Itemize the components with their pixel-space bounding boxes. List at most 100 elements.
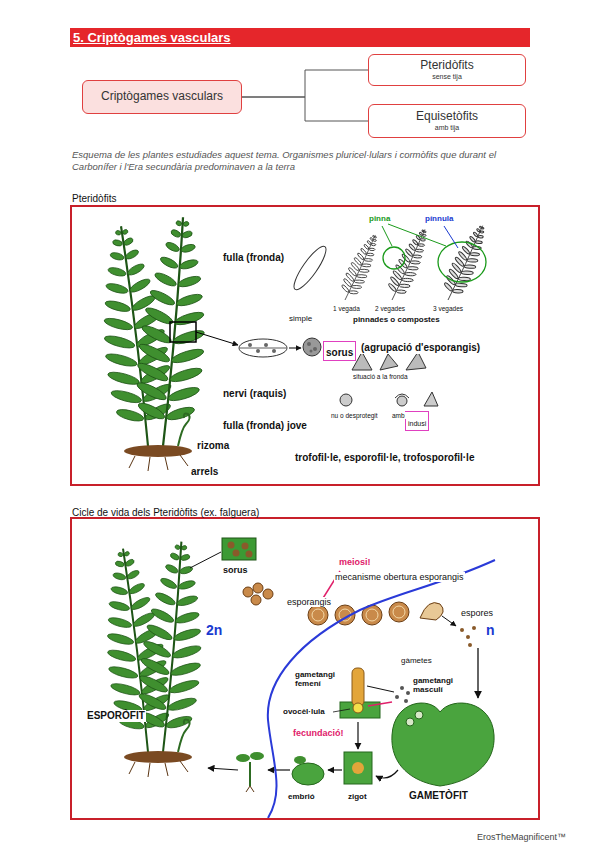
life-cycle	[420, 603, 443, 620]
stage-label: gametangi femení	[294, 670, 346, 688]
leaf-types	[382, 225, 436, 305]
leaf-types	[382, 224, 446, 246]
life-cycle	[251, 595, 261, 605]
part-label: 1 vegada	[332, 305, 361, 312]
leaf-types	[383, 247, 405, 269]
life-cycle	[308, 605, 328, 625]
fern-plant	[124, 751, 192, 763]
life-cycle	[368, 702, 392, 706]
part-label: pinnades o compostes	[352, 315, 441, 324]
node-title: Equisetòfits	[416, 110, 478, 124]
life-cycle	[328, 769, 342, 770]
ploidy-label: 2n	[205, 622, 223, 638]
stage-label: gàmetes	[400, 656, 433, 665]
sorus-positions	[395, 394, 409, 398]
fern-plant	[129, 761, 188, 777]
stage-label: GAMETÒFIT	[408, 790, 469, 802]
life-cycle	[242, 543, 249, 550]
detail-callout	[256, 349, 260, 353]
stage-label: meiosi!	[338, 557, 372, 567]
figure-panel: Cicle de vida dels Pteridòfits (ex. falg…	[70, 502, 540, 820]
leaf-types	[438, 242, 486, 282]
detail-callout	[170, 322, 196, 342]
detail-callout	[248, 343, 252, 347]
fern-plant	[124, 445, 192, 457]
panel-heading: Pteridòfits	[72, 193, 116, 205]
life-cycle	[442, 616, 456, 626]
life-cycle	[228, 542, 235, 549]
life-cycle	[190, 538, 495, 818]
life-cycle	[406, 691, 410, 695]
life-cycle	[472, 626, 476, 630]
detail-callout	[272, 349, 276, 353]
life-cycle	[392, 703, 494, 786]
fern-plant	[129, 455, 188, 471]
stage-label: ESPORÒFIT	[86, 710, 146, 722]
life-cycle	[415, 711, 423, 719]
life-cycle	[250, 752, 264, 760]
sorus-positions	[340, 394, 352, 406]
life-cycle	[333, 709, 350, 712]
life-cycle	[477, 648, 478, 698]
stage-label: espores	[460, 608, 494, 618]
connector	[242, 97, 368, 121]
detail-callout	[310, 350, 313, 353]
part-label: simple	[288, 314, 313, 323]
life-cycle	[352, 668, 364, 706]
highlighted-term: indusi	[408, 420, 426, 428]
panel-heading: Cicle de vida dels Pteridòfits (ex. falg…	[72, 507, 259, 519]
detail-callout	[313, 347, 317, 351]
leaf-types	[335, 230, 385, 304]
life-cycle	[208, 768, 238, 770]
node-subtitle: amb tija	[435, 124, 460, 132]
panel-border	[70, 517, 540, 820]
life-cycle	[376, 770, 398, 778]
life-cycle	[249, 762, 251, 786]
stage-label: gametangi masculí	[412, 676, 468, 694]
part-label: arrels	[190, 466, 219, 478]
part-label: situació a la fronda	[352, 373, 409, 380]
detail-callout	[303, 338, 321, 356]
stage-label: fecundació!	[292, 728, 345, 738]
sorus-positions	[397, 396, 407, 406]
life-cycle	[246, 551, 253, 558]
leaf-types	[289, 221, 493, 306]
fern-plant	[129, 214, 217, 449]
connector	[242, 70, 368, 97]
part-label: pínnula	[424, 214, 454, 223]
life-cycle	[236, 754, 250, 762]
life-cycle	[352, 762, 364, 774]
life-cycle	[353, 703, 363, 713]
part-label: fulla (fronda)	[222, 252, 285, 264]
part-label: nervi (raquis)	[222, 388, 287, 400]
part-label: rizoma	[196, 440, 230, 452]
leaf-types	[289, 243, 330, 294]
title-bar: 5. Criptògames vasculars	[70, 28, 530, 47]
life-cycle	[253, 583, 263, 593]
group-box: Pteridòfitssense tija	[368, 54, 526, 86]
life-cycle	[222, 538, 256, 560]
highlight-box: sorus	[323, 341, 356, 361]
detail-callout	[264, 343, 268, 347]
life-cycle	[395, 695, 399, 699]
life-cycle	[367, 686, 394, 692]
life-cycle	[190, 552, 221, 568]
title: 5. Criptògames vasculars	[73, 28, 231, 47]
leaf-types	[444, 226, 458, 248]
caption: Esquema de les plantes estudiades aquest…	[72, 149, 542, 173]
ploidy-label: n	[485, 622, 496, 638]
life-cycle	[268, 769, 290, 770]
detail-callout	[196, 332, 238, 345]
part-label: 3 vegades	[432, 305, 464, 312]
life-cycle	[466, 635, 470, 639]
fern-plant	[178, 720, 190, 753]
fern-plant	[89, 214, 217, 471]
sorus-positions	[406, 352, 426, 370]
watermark: ErosTheMagnificent™	[476, 832, 567, 842]
detail-callout	[240, 348, 286, 349]
detail-callout	[289, 348, 301, 349]
part-label: pinna	[368, 214, 391, 223]
group-box: Equisetòfitsamb tija	[368, 104, 526, 138]
life-cycle	[294, 756, 306, 764]
